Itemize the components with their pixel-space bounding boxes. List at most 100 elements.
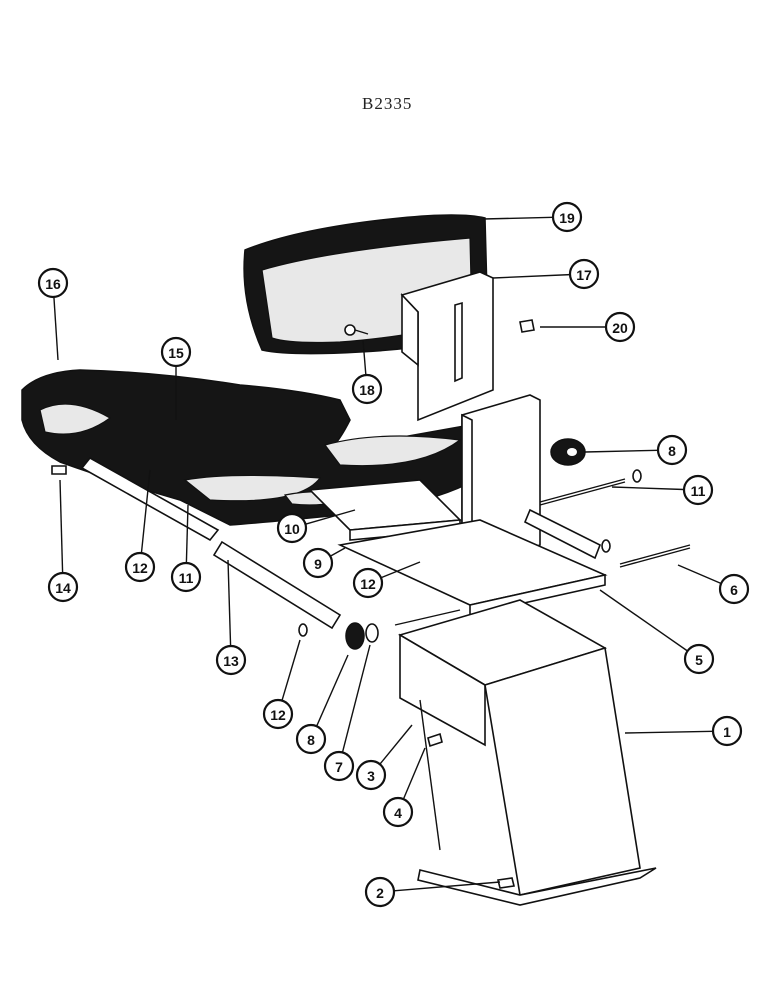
callout-3: 3 — [355, 759, 387, 791]
callout-1-leader — [624, 730, 714, 734]
callout-7: 7 — [323, 750, 355, 782]
callout-12-left: 12 — [124, 551, 156, 583]
callout-4-number: 4 — [394, 805, 402, 821]
callout-8-lower-leader — [316, 654, 349, 727]
knobs-and-washers — [298, 438, 642, 650]
callout-6-number: 6 — [730, 582, 738, 598]
callout-9: 9 — [302, 547, 334, 579]
callout-7-leader — [341, 644, 371, 753]
callout-18-number: 18 — [359, 382, 375, 398]
callout-20-number: 20 — [612, 320, 628, 336]
callout-2-leader — [393, 881, 501, 892]
diagram-title: B2335 — [362, 94, 413, 113]
callout-9-leader — [329, 547, 346, 557]
callout-6-leader — [677, 564, 722, 585]
callout-15-number: 15 — [168, 345, 184, 361]
callout-12-lower: 12 — [262, 698, 294, 730]
callout-12-lower-circle — [262, 698, 294, 730]
callout-20-circle — [604, 311, 636, 343]
callout-7-circle — [323, 750, 355, 782]
callout-11-right: 11 — [682, 474, 714, 506]
callout-3-circle — [355, 759, 387, 791]
pedestal-base — [397, 599, 657, 906]
backrest-bracket — [400, 271, 494, 422]
callout-8-upper-circle — [656, 434, 688, 466]
callout-17: 17 — [568, 258, 600, 290]
callout-12-left-number: 12 — [132, 560, 148, 576]
callout-13: 13 — [215, 644, 247, 676]
callout-5-number: 5 — [695, 652, 703, 668]
callout-4: 4 — [382, 796, 414, 828]
callout-14-leader — [59, 479, 64, 574]
callout-17-leader — [492, 273, 571, 279]
callout-9-circle — [302, 547, 334, 579]
callout-8-lower-circle — [295, 723, 327, 755]
callout-16-number: 16 — [45, 276, 61, 292]
callout-7-number: 7 — [335, 759, 343, 775]
callout-8-upper-leader — [584, 449, 659, 453]
callout-14-number: 14 — [55, 580, 71, 596]
callout-16-circle — [37, 267, 69, 299]
callout-13-leader — [227, 559, 232, 647]
seat-frame-support — [308, 479, 462, 541]
leader-lines — [53, 216, 722, 892]
callout-10-number: 10 — [284, 521, 300, 537]
callout-11-left: 11 — [170, 561, 202, 593]
callout-12-lower-leader — [281, 639, 301, 701]
callout-1-circle — [711, 715, 743, 747]
callout-11-right-number: 11 — [691, 483, 706, 499]
callout-19: 19 — [551, 201, 583, 233]
callout-11-right-leader — [611, 486, 685, 491]
callout-6-circle — [718, 573, 750, 605]
callout-3-number: 3 — [367, 768, 375, 784]
callout-16-leader — [53, 296, 59, 361]
callout-18: 18 — [351, 373, 383, 405]
callout-9-number: 9 — [314, 556, 322, 572]
callout-8-lower: 8 — [295, 723, 327, 755]
callout-12-center-number: 12 — [360, 576, 376, 592]
callout-1: 1 — [711, 715, 743, 747]
callout-10-leader — [305, 509, 356, 525]
callout-3-leader — [379, 724, 413, 765]
callout-14-circle — [47, 571, 79, 603]
callout-19-circle — [551, 201, 583, 233]
callout-2-circle — [364, 876, 396, 908]
callout-4-leader — [402, 747, 426, 800]
callout-5-circle — [683, 643, 715, 675]
callout-12-left-circle — [124, 551, 156, 583]
pivot-rods — [394, 478, 691, 626]
seat-side-links — [80, 456, 602, 630]
callout-11-left-number: 11 — [179, 570, 194, 586]
callout-17-circle — [568, 258, 600, 290]
callout-19-leader — [482, 216, 554, 220]
callout-18-circle — [351, 373, 383, 405]
callout-11-right-circle — [682, 474, 714, 506]
callout-13-circle — [215, 644, 247, 676]
callout-8-upper-number: 8 — [668, 443, 676, 459]
callout-5: 5 — [683, 643, 715, 675]
callout-10-circle — [276, 512, 308, 544]
callout-19-number: 19 — [559, 210, 575, 226]
callout-2-number: 2 — [376, 885, 384, 901]
callout-12-center-circle — [352, 567, 384, 599]
callout-20: 20 — [604, 311, 636, 343]
callout-8-upper: 8 — [656, 434, 688, 466]
callout-12-center-leader — [380, 561, 421, 579]
callout-16: 16 — [37, 267, 69, 299]
callout-8-lower-number: 8 — [307, 732, 315, 748]
callout-6: 6 — [718, 573, 750, 605]
bolts — [51, 319, 535, 889]
callout-15-circle — [160, 336, 192, 368]
callout-labels: 19 17 16 20 15 18 8 11 10 9 12 6 12 11 14 5 13 1 12 8 7 3 4 2 — [37, 201, 750, 908]
callout-18-leader — [362, 339, 367, 376]
callout-4-circle — [382, 796, 414, 828]
callout-10: 10 — [276, 512, 308, 544]
callout-11-left-circle — [170, 561, 202, 593]
callout-12-lower-number: 12 — [270, 707, 286, 723]
callout-11-left-leader — [185, 504, 189, 564]
callout-2: 2 — [364, 876, 396, 908]
callout-14: 14 — [47, 571, 79, 603]
callout-1-number: 1 — [723, 724, 731, 740]
callout-15: 15 — [160, 336, 192, 368]
